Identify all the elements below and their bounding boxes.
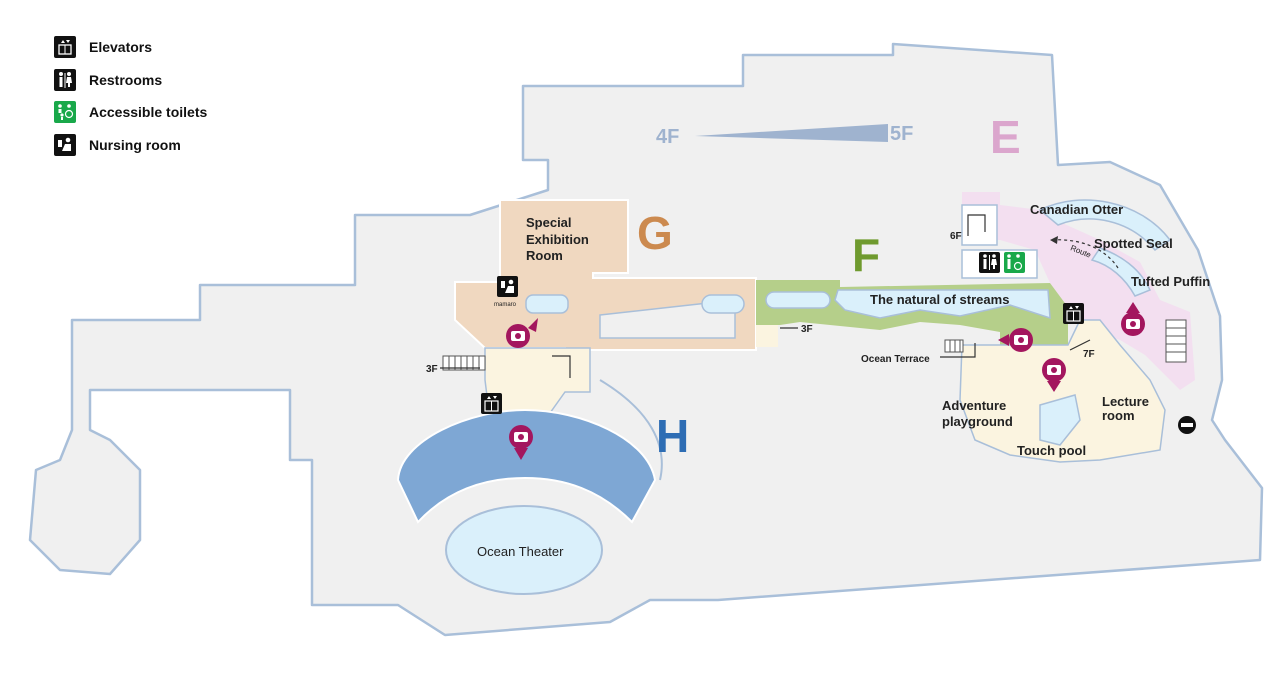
accessible-toilet-icon	[54, 101, 76, 123]
accessible-toilet-icon-map	[1004, 252, 1025, 273]
elevator-icon-h	[481, 393, 502, 414]
photo-spot-h	[509, 425, 533, 460]
stairs-right-ocean	[944, 339, 964, 353]
zone-h-label: H	[656, 410, 690, 462]
photo-spot-f	[998, 328, 1033, 352]
legend-item-elevators: Elevators	[54, 36, 207, 58]
legend-item-accessible-toilets: Accessible toilets	[54, 101, 207, 123]
zone-e-area	[962, 192, 1195, 390]
stairs-e-right	[1165, 319, 1187, 363]
e-tanks-ring	[1038, 199, 1172, 251]
streams-label: The natural of streams	[870, 292, 1010, 307]
arrow-ocean-terrace	[940, 343, 976, 358]
special-exhibition-label-3: Room	[526, 248, 563, 263]
f-stream-water	[834, 289, 1051, 320]
zone-e-label: E	[990, 111, 1021, 163]
touch-pool-water	[1039, 394, 1081, 446]
arrow-7f	[1069, 339, 1091, 351]
floor-label-start: 4F	[656, 126, 680, 148]
stairs-3f-mid-label: 3F	[801, 324, 813, 335]
no-entry-icon	[1178, 416, 1196, 434]
route-arrowhead	[1050, 236, 1058, 244]
canadian-otter-label: Canadian Otter	[1030, 202, 1124, 217]
stairs-3f-left-label: 3F	[426, 364, 438, 375]
lecture-label-2: room	[1102, 408, 1135, 423]
e-tank-seal	[1090, 247, 1152, 297]
f-stairs-area	[756, 325, 778, 347]
ocean-theater-pool	[445, 505, 603, 595]
g-corridor-slot	[599, 299, 736, 339]
mamaro-label: mamaro	[494, 302, 517, 308]
zone-f-label: F	[852, 229, 881, 281]
zone-h-seats	[396, 408, 657, 524]
zone-g-label: G	[637, 207, 673, 259]
stairs-7f-label: 7F	[1083, 349, 1095, 360]
legend-label: Elevators	[89, 39, 153, 55]
stairs-6f-label: 6F	[950, 231, 962, 242]
legend-label: Accessible toilets	[89, 104, 208, 120]
f-tank	[765, 291, 831, 309]
nursing-room-icon-map	[497, 276, 518, 297]
restroom-icon-map	[979, 252, 1000, 273]
special-exhibition-label-2: Exhibition	[526, 232, 589, 247]
legend-item-restrooms: Restrooms	[54, 68, 207, 91]
stairs-left	[442, 355, 486, 371]
photo-spot-g	[506, 318, 538, 348]
special-exhibition-label-1: Special	[526, 215, 572, 230]
ocean-theater-arc	[599, 379, 663, 481]
lecture-label-1: Lecture	[1102, 394, 1149, 409]
restroom-icon	[54, 68, 76, 91]
e-stair-block	[961, 204, 998, 246]
adventure-label-2: playground	[942, 414, 1013, 429]
arrow-6f	[967, 214, 986, 236]
nursing-room-icon	[54, 133, 76, 156]
tufted-puffin-label: Tufted Puffin	[1131, 274, 1211, 289]
spotted-seal-label: Spotted Seal	[1094, 236, 1173, 251]
elevator-icon-f	[1063, 303, 1084, 324]
ocean-terrace-label: Ocean Terrace	[861, 354, 930, 365]
arrow-h-stairs	[552, 355, 571, 378]
elevator-icon	[54, 36, 76, 58]
h-corridor	[484, 347, 591, 421]
legend-item-nursing-room: Nursing room	[54, 133, 207, 156]
g-tank-right	[701, 294, 745, 314]
photo-spot-adventure	[1042, 358, 1066, 392]
legend-label: Nursing room	[89, 136, 181, 153]
legend: Elevators Restrooms Accessible toilets N…	[54, 36, 207, 166]
touch-pool-label: Touch pool	[1017, 443, 1087, 458]
legend-label: Restrooms	[89, 71, 163, 88]
route-arrow	[1049, 239, 1119, 269]
g-tank-left	[525, 294, 569, 314]
floor-slope-indicator	[695, 124, 888, 142]
ocean-theater-label: Ocean Theater	[477, 544, 564, 559]
photo-spot-puffin	[1121, 302, 1145, 336]
adventure-label-1: Adventure	[942, 398, 1007, 413]
floor-label-end: 5F	[890, 123, 914, 145]
